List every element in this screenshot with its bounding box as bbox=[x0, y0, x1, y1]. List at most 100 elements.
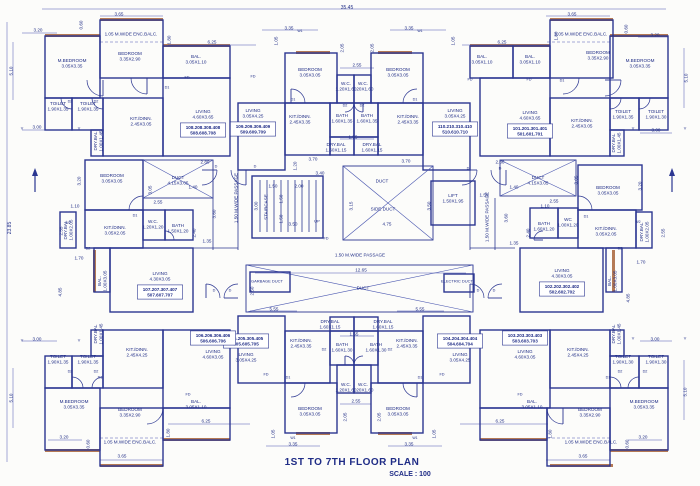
svg-text:DUCT: DUCT bbox=[357, 286, 370, 291]
svg-text:3.50: 3.50 bbox=[289, 222, 298, 227]
svg-text:D: D bbox=[229, 288, 232, 292]
svg-text:BAL.1.00X3.05: BAL.1.00X3.05 bbox=[607, 270, 618, 291]
svg-text:D2: D2 bbox=[68, 369, 73, 373]
svg-text:D2: D2 bbox=[618, 246, 623, 250]
svg-text:W.C.1.20X1.60: W.C.1.20X1.60 bbox=[353, 81, 374, 92]
svg-text:4.75: 4.75 bbox=[383, 222, 392, 227]
svg-text:6.25: 6.25 bbox=[208, 40, 217, 45]
svg-text:W2: W2 bbox=[635, 220, 640, 224]
svg-text:1.05: 1.05 bbox=[451, 36, 456, 45]
svg-text:V: V bbox=[684, 336, 687, 340]
svg-text:2.55: 2.55 bbox=[353, 63, 362, 68]
svg-text:3.00: 3.00 bbox=[651, 337, 660, 342]
svg-text:1.05: 1.05 bbox=[271, 429, 276, 438]
svg-text:2.05: 2.05 bbox=[370, 43, 375, 52]
svg-text:D1: D1 bbox=[418, 375, 423, 379]
svg-text:2.55: 2.55 bbox=[661, 228, 666, 237]
dimension-lines bbox=[6, 8, 685, 462]
svg-text:3.70: 3.70 bbox=[309, 157, 318, 162]
svg-text:D2: D2 bbox=[343, 103, 348, 107]
svg-text:2.00: 2.00 bbox=[295, 184, 304, 189]
svg-text:0.60: 0.60 bbox=[86, 439, 91, 448]
svg-text:D: D bbox=[215, 164, 218, 168]
svg-text:V: V bbox=[632, 126, 635, 130]
svg-text:D2: D2 bbox=[94, 369, 99, 373]
scale-label: SCALE : 100 bbox=[389, 471, 431, 478]
svg-text:2.50: 2.50 bbox=[250, 286, 255, 295]
svg-text:DRY.BAL1.00X1.45: DRY.BAL1.00X1.45 bbox=[611, 323, 622, 344]
svg-text:3.65: 3.65 bbox=[118, 454, 127, 459]
svg-text:DRY.BAL1.60X1.15: DRY.BAL1.60X1.15 bbox=[362, 142, 383, 153]
svg-text:1.05: 1.05 bbox=[432, 429, 437, 438]
svg-text:KIT./DINN.2.45X3.35: KIT./DINN.2.45X3.35 bbox=[290, 338, 312, 349]
svg-text:23.85: 23.85 bbox=[7, 222, 13, 235]
svg-text:WC1.00X1.20: WC1.00X1.20 bbox=[558, 217, 579, 228]
svg-text:D: D bbox=[493, 288, 496, 292]
svg-text:6.25: 6.25 bbox=[496, 419, 505, 424]
svg-text:3.00: 3.00 bbox=[652, 128, 661, 133]
svg-text:5.10: 5.10 bbox=[684, 73, 689, 82]
svg-text:W1: W1 bbox=[297, 29, 302, 33]
svg-text:4.85: 4.85 bbox=[58, 287, 63, 296]
svg-text:FD: FD bbox=[467, 77, 472, 81]
svg-text:1.35: 1.35 bbox=[510, 241, 519, 246]
svg-text:0.60: 0.60 bbox=[624, 24, 629, 33]
svg-text:1.40: 1.40 bbox=[189, 185, 198, 190]
svg-text:D1: D1 bbox=[291, 97, 296, 101]
svg-text:D1: D1 bbox=[413, 97, 418, 101]
svg-text:D1: D1 bbox=[560, 78, 565, 82]
svg-text:D2: D2 bbox=[643, 369, 648, 373]
svg-text:3.20: 3.20 bbox=[638, 181, 643, 190]
svg-text:1.20: 1.20 bbox=[293, 161, 298, 170]
svg-text:KIT./DINN.3.05X2.05: KIT./DINN.3.05X2.05 bbox=[104, 225, 126, 236]
svg-text:3.35: 3.35 bbox=[405, 442, 414, 447]
svg-text:1.10: 1.10 bbox=[71, 204, 80, 209]
svg-text:3.20: 3.20 bbox=[60, 435, 69, 440]
svg-text:V: V bbox=[632, 336, 635, 340]
svg-text:5.55: 5.55 bbox=[416, 307, 425, 312]
svg-text:1.50 M.WIDE PASSAGE: 1.50 M.WIDE PASSAGE bbox=[234, 173, 239, 223]
svg-text:FD: FD bbox=[263, 372, 268, 376]
svg-text:W1: W1 bbox=[290, 436, 295, 440]
svg-text:FD: FD bbox=[323, 236, 328, 240]
svg-text:12.65: 12.65 bbox=[355, 268, 367, 273]
svg-text:D1: D1 bbox=[286, 375, 291, 379]
svg-text:FD: FD bbox=[517, 392, 522, 396]
svg-text:KIT./DINN.2.45X3.05: KIT./DINN.2.45X3.05 bbox=[571, 118, 593, 129]
svg-text:D: D bbox=[477, 288, 480, 292]
svg-text:1.80: 1.80 bbox=[554, 31, 559, 40]
svg-text:BAL.1.00X3.05: BAL.1.00X3.05 bbox=[97, 270, 108, 291]
svg-text:1.50: 1.50 bbox=[269, 184, 278, 189]
svg-text:2.05: 2.05 bbox=[343, 412, 348, 421]
svg-text:1.05 M.WIDE ENC.BALC.: 1.05 M.WIDE ENC.BALC. bbox=[104, 440, 157, 445]
svg-text:2.55: 2.55 bbox=[352, 399, 361, 404]
svg-text:3.05: 3.05 bbox=[148, 185, 153, 194]
north-arrows bbox=[32, 168, 675, 192]
svg-text:V: V bbox=[78, 338, 81, 342]
svg-text:2.05: 2.05 bbox=[377, 412, 382, 421]
svg-text:STAIRCASE: STAIRCASE bbox=[264, 194, 269, 220]
